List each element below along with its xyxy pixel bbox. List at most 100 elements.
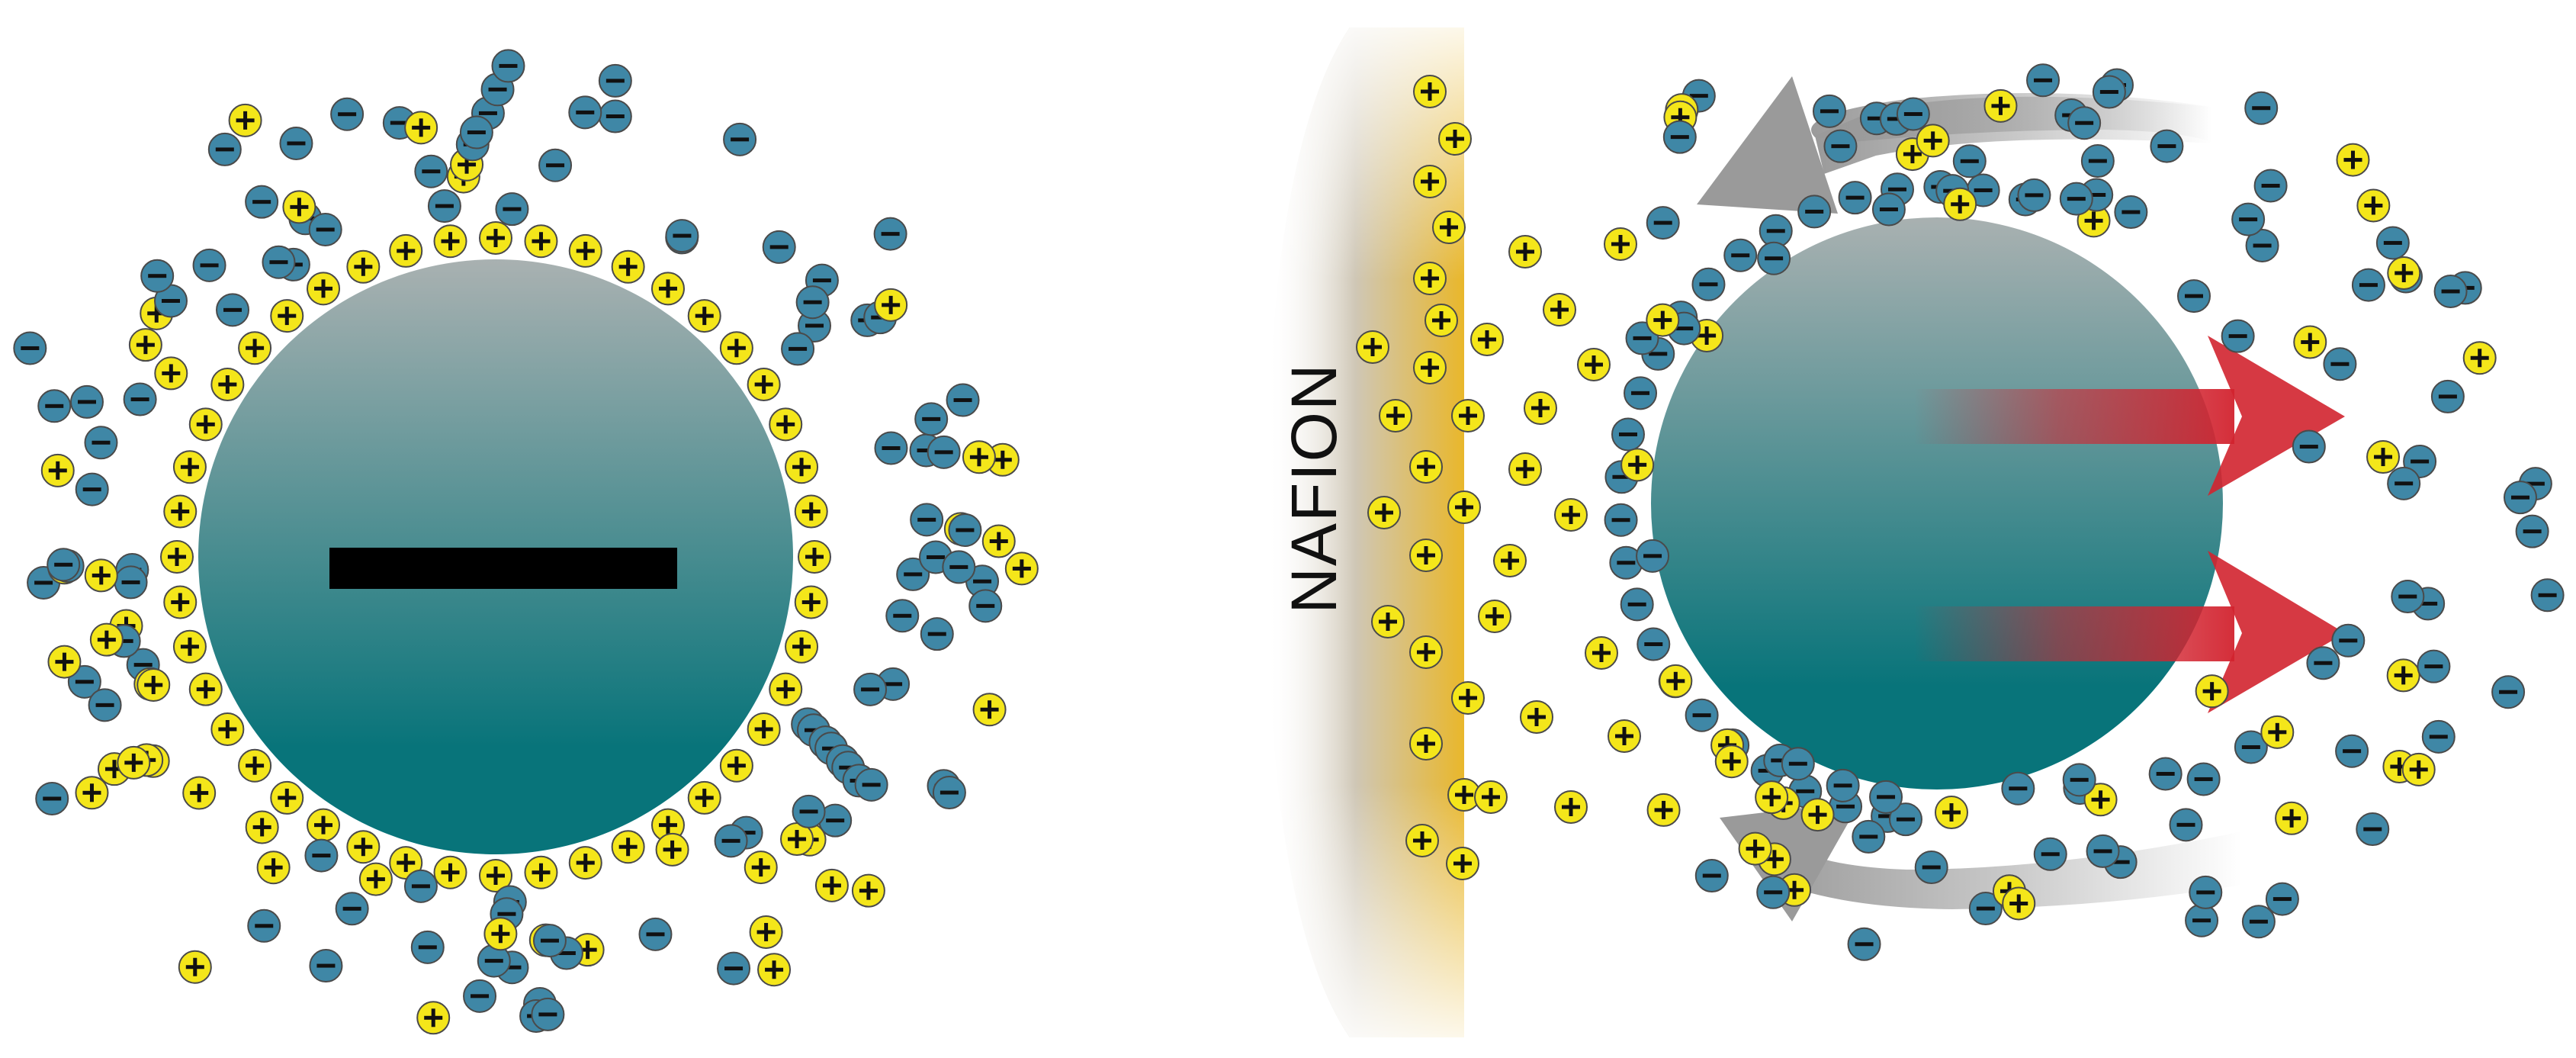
plus-ion-icon (163, 494, 198, 529)
plus-ion-icon (568, 233, 602, 268)
plus-ion-icon (1585, 636, 1618, 670)
plus-ion-icon (747, 712, 781, 746)
plus-ion-icon (981, 524, 1016, 558)
plus-ion-icon (1577, 348, 1611, 381)
minus-ion-icon (262, 245, 296, 279)
minus-ion-icon (762, 230, 796, 264)
minus-ion-icon (598, 63, 632, 98)
plus-ion-icon (210, 712, 245, 746)
minus-ion-icon (1914, 851, 1948, 885)
plus-ion-icon (794, 585, 828, 619)
minus-ion-icon (279, 126, 313, 160)
minus-ion-icon (2189, 875, 2223, 909)
minus-ion-icon (2221, 319, 2255, 353)
minus-ion-icon (2114, 195, 2148, 230)
minus-ion-icon (942, 550, 976, 584)
ion-cloud-left (13, 49, 1039, 1035)
minus-ion-icon (463, 979, 497, 1013)
plus-ion-icon (749, 915, 783, 949)
plus-ion-icon (785, 450, 819, 484)
flow-arrow-top-head (1697, 76, 1838, 214)
plus-ion-icon (389, 846, 423, 880)
minus-ion-icon (2067, 106, 2102, 140)
minus-ion-icon (1781, 747, 1815, 781)
plus-ion-icon (358, 862, 393, 896)
minus-ion-icon (885, 599, 920, 633)
plus-ion-icon (1409, 539, 1443, 572)
minus-ion-icon (2391, 580, 2425, 614)
plus-ion-icon (785, 629, 819, 664)
minus-ion-icon (1694, 859, 1729, 893)
plus-ion-icon (1409, 450, 1443, 484)
plus-ion-icon (282, 190, 316, 224)
plus-ion-icon (2386, 658, 2420, 693)
minus-ion-icon (427, 189, 461, 223)
minus-ion-icon (2433, 275, 2468, 309)
plus-ion-icon (2356, 188, 2391, 223)
plus-ion-icon (719, 331, 753, 365)
plus-ion-icon (1413, 75, 1447, 108)
minus-ion-icon (335, 892, 369, 926)
minus-ion-icon (1896, 97, 1930, 131)
ion-cloud-nafion (1356, 75, 1641, 880)
plus-ion-icon (1608, 719, 1641, 753)
minus-ion-icon (2253, 169, 2288, 203)
plus-ion-icon (611, 830, 645, 864)
plus-ion-icon (1413, 165, 1447, 198)
plus-ion-icon (794, 494, 828, 529)
plus-ion-icon (1409, 635, 1443, 669)
plus-ion-icon (245, 810, 279, 844)
plus-ion-icon (433, 224, 467, 259)
plus-ion-icon (1604, 227, 1637, 261)
minus-ion-icon (1757, 241, 1791, 275)
plus-ion-icon (1524, 391, 1557, 425)
plus-ion-icon (479, 859, 512, 892)
minus-ion-icon (1952, 144, 1987, 178)
minus-ion-icon (309, 949, 343, 983)
plus-ion-icon (89, 622, 124, 657)
plus-ion-icon (719, 748, 753, 783)
plus-ion-icon (851, 873, 885, 908)
plus-ion-icon (178, 950, 212, 984)
plus-ion-icon (75, 776, 109, 810)
minus-ion-icon (531, 997, 565, 1031)
minus-ion-icon (896, 557, 930, 591)
plus-ion-icon (137, 667, 171, 702)
plus-ion-icon (1432, 211, 1466, 244)
minus-ion-icon (792, 794, 826, 828)
minus-ion-icon (2421, 719, 2456, 754)
minus-ion-icon (2515, 514, 2549, 548)
plus-ion-icon (1478, 600, 1511, 633)
plus-ion-icon (389, 233, 423, 268)
plus-ion-icon (962, 440, 996, 474)
plus-ion-icon (874, 288, 908, 322)
plus-ion-icon (650, 272, 685, 306)
plus-ion-icon (228, 103, 262, 137)
plus-ion-icon (2260, 715, 2295, 749)
minus-ion-icon (1797, 195, 1832, 229)
minus-ion-icon (914, 402, 949, 436)
minus-ion-icon (1636, 627, 1671, 661)
minus-ion-icon (247, 908, 281, 943)
minus-ion-icon (795, 285, 830, 320)
plus-ion-icon (1493, 544, 1527, 577)
plus-ion-icon (307, 808, 341, 842)
plus-ion-icon (1413, 262, 1447, 295)
minus-ion-icon (67, 664, 101, 699)
minus-ion-icon (207, 132, 242, 166)
minus-ion-icon (2086, 834, 2120, 868)
minus-ion-icon (2430, 379, 2465, 413)
minus-ion-icon (1723, 238, 1758, 272)
minus-ion-icon (932, 776, 966, 810)
plus-ion-icon (1508, 235, 1542, 269)
plus-ion-icon (1379, 399, 1412, 433)
minus-ion-icon (245, 185, 279, 219)
plus-ion-icon (346, 249, 381, 284)
minus-ion-icon (491, 49, 525, 83)
minus-ion-icon (2176, 279, 2211, 314)
plus-ion-icon (182, 776, 217, 810)
plus-ion-icon (256, 851, 291, 885)
minus-ion-icon (1812, 94, 1846, 128)
plus-ion-icon (1367, 496, 1401, 529)
plus-ion-icon (1451, 681, 1485, 715)
